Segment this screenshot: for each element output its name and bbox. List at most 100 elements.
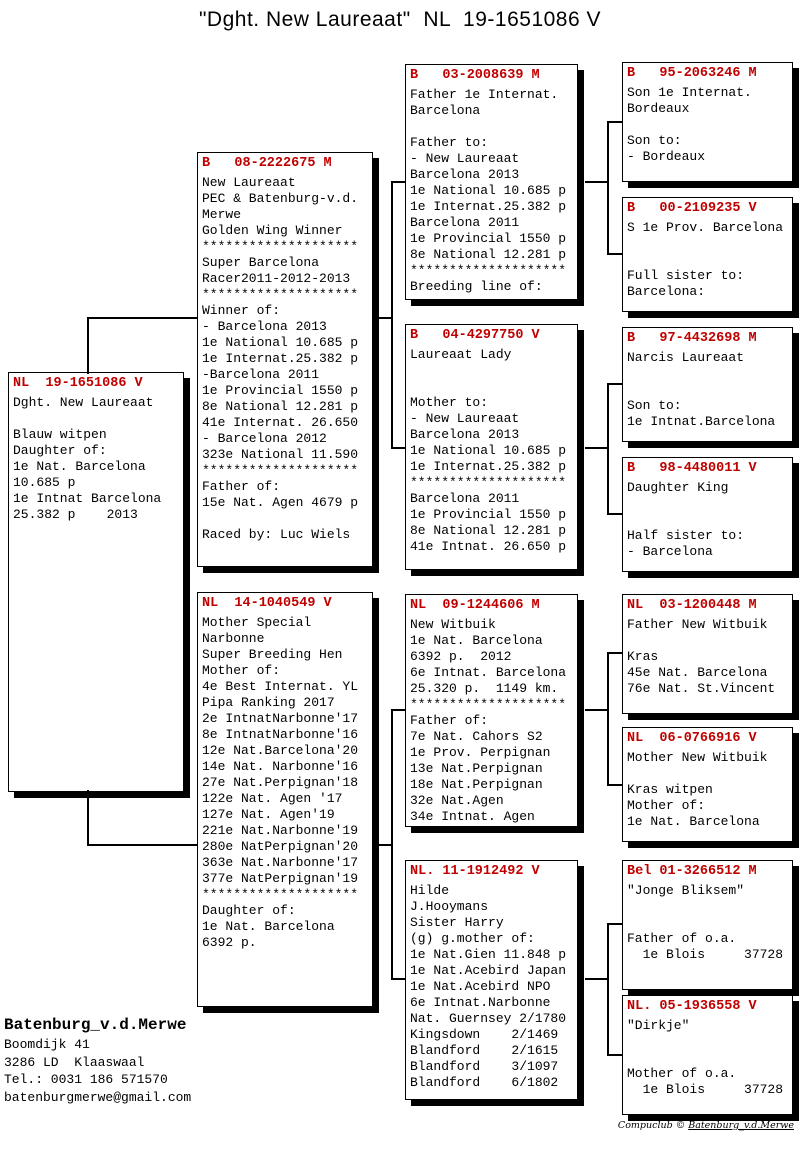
connector-line <box>607 121 623 123</box>
text-line: Kras witpen <box>627 782 713 797</box>
ring-number: B 98-4480011 V <box>627 461 757 476</box>
text-line: Barcelona 2011 <box>410 215 520 230</box>
text-line: - Barcelona 2013 <box>202 319 327 334</box>
text-line: 363e Nat.Narbonne'17 <box>202 855 359 870</box>
footer-credit: Compuclub © Batenburg_v.d.Merwe <box>618 1120 794 1131</box>
connector-line <box>87 790 89 846</box>
text-line: ******************** <box>410 263 567 278</box>
text-line: Blandford 6/1802 <box>410 1075 559 1090</box>
text-line: 1e Nat. Barcelona <box>13 459 146 474</box>
text-line: batenburgmerwe@gmail.com <box>4 1089 192 1105</box>
text-line: 1e National 10.685 p <box>410 183 567 198</box>
text-line: Half sister to: <box>627 528 745 543</box>
text-line: ******************** <box>202 887 359 902</box>
connector-line <box>391 709 406 711</box>
text-line <box>410 379 575 395</box>
text-line: 8e National 12.281 p <box>410 523 567 538</box>
text-line <box>627 766 790 782</box>
text-line <box>627 366 790 382</box>
text-line: "Dirkje" <box>627 1018 690 1033</box>
text-line: ******************** <box>410 475 567 490</box>
text-line: 1e Nat.Acebird NPO <box>410 979 551 994</box>
text-line <box>627 496 790 512</box>
text-line: Mother of: <box>202 663 281 678</box>
connector-line <box>391 181 406 183</box>
ring-number: NL 09-1244606 M <box>410 598 540 613</box>
text-line: 15e Nat. Agen 4679 p <box>202 495 359 510</box>
text-line: 45e Nat. Barcelona <box>627 665 768 680</box>
text-line: 34e Intnat. Agen <box>410 809 535 824</box>
text-line: Barcelona 2013 <box>410 427 520 442</box>
text-line: 25.382 p 2013 <box>13 507 138 522</box>
text-line: 1e Nat. Barcelona <box>627 814 760 829</box>
text-line: Racer2011-2012-2013 <box>202 271 351 286</box>
text-line: Barcelona <box>410 103 481 118</box>
text-line: Super Barcelona <box>202 255 320 270</box>
text-line: -Barcelona 2011 <box>202 367 320 382</box>
text-line: Mother of o.a. <box>627 1066 737 1081</box>
text-line: Full sister to: <box>627 268 745 283</box>
text-line: 6e Intnat. Barcelona <box>410 665 567 680</box>
connector-line <box>607 253 623 255</box>
connector-line <box>585 181 609 183</box>
text-line: 1e Internat.25.382 p <box>202 351 359 366</box>
text-line: 41e Internat. 26.650 <box>202 415 359 430</box>
ring-number: NL. 11-1912492 V <box>410 864 540 879</box>
connector-line <box>607 923 609 1056</box>
text-line: 27e Nat.Perpignan'18 <box>202 775 359 790</box>
page-title: "Dght. New Laureaat" NL 19-1651086 V <box>198 8 602 31</box>
text-line: 7e Nat. Cahors S2 <box>410 729 543 744</box>
connector-line <box>391 447 406 449</box>
text-line: S 1e Prov. Barcelona <box>627 220 784 235</box>
text-line: ******************** <box>410 697 567 712</box>
text-line: 1e Internat.25.382 p <box>410 459 567 474</box>
text-line: 1e Nat. Barcelona <box>410 633 543 648</box>
connector-line <box>607 923 623 925</box>
text-line <box>627 633 790 649</box>
connector-line <box>607 652 609 786</box>
ring-number: Bel 01-3266512 M <box>627 864 757 879</box>
text-line: 377e NatPerpignan'19 <box>202 871 359 886</box>
text-line: Kingsdown 2/1469 <box>410 1027 559 1042</box>
text-line: Winner of: <box>202 303 281 318</box>
text-line: - Bordeaux <box>627 149 706 164</box>
text-line: Father to: <box>410 135 489 150</box>
text-line: 1e Intnat.Barcelona <box>627 414 776 429</box>
text-line: Mother New Witbuik <box>627 750 768 765</box>
ring-number: NL. 05-1936558 V <box>627 999 757 1014</box>
text-line: Barcelona 2011 <box>410 491 520 506</box>
text-line: Father of o.a. <box>627 931 737 946</box>
text-line: ******************** <box>202 463 359 478</box>
text-line: 41e Intnat. 26.650 p <box>410 539 567 554</box>
connector-line <box>379 844 393 846</box>
text-line: Daughter King <box>627 480 729 495</box>
ring-number: B 03-2008639 M <box>410 68 540 83</box>
text-line: Pipa Ranking 2017 <box>202 695 335 710</box>
text-line: 6392 p. <box>202 935 257 950</box>
pedigree-box-grandfather-ff: B 03-2008639 M Father 1e Internat.Barcel… <box>405 64 578 300</box>
text-line <box>410 363 575 379</box>
connector-line <box>87 844 197 846</box>
text-line: 8e IntnatNarbonne'16 <box>202 727 359 742</box>
ring-number: B 95-2063246 M <box>627 66 757 81</box>
text-line: 32e Nat.Agen <box>410 793 504 808</box>
text-line: Kras <box>627 649 659 664</box>
ring-number: NL 03-1200448 M <box>627 598 757 613</box>
text-line: 323e National 11.590 <box>202 447 359 462</box>
text-line: 6392 p. 2012 <box>410 649 512 664</box>
text-line: Daughter of: <box>202 903 296 918</box>
text-line: 13e Nat.Perpignan <box>410 761 543 776</box>
text-line: Breeding line of: <box>410 279 543 294</box>
text-line: 1e Nat. Barcelona <box>202 919 335 934</box>
text-line: 280e NatPerpignan'20 <box>202 839 359 854</box>
